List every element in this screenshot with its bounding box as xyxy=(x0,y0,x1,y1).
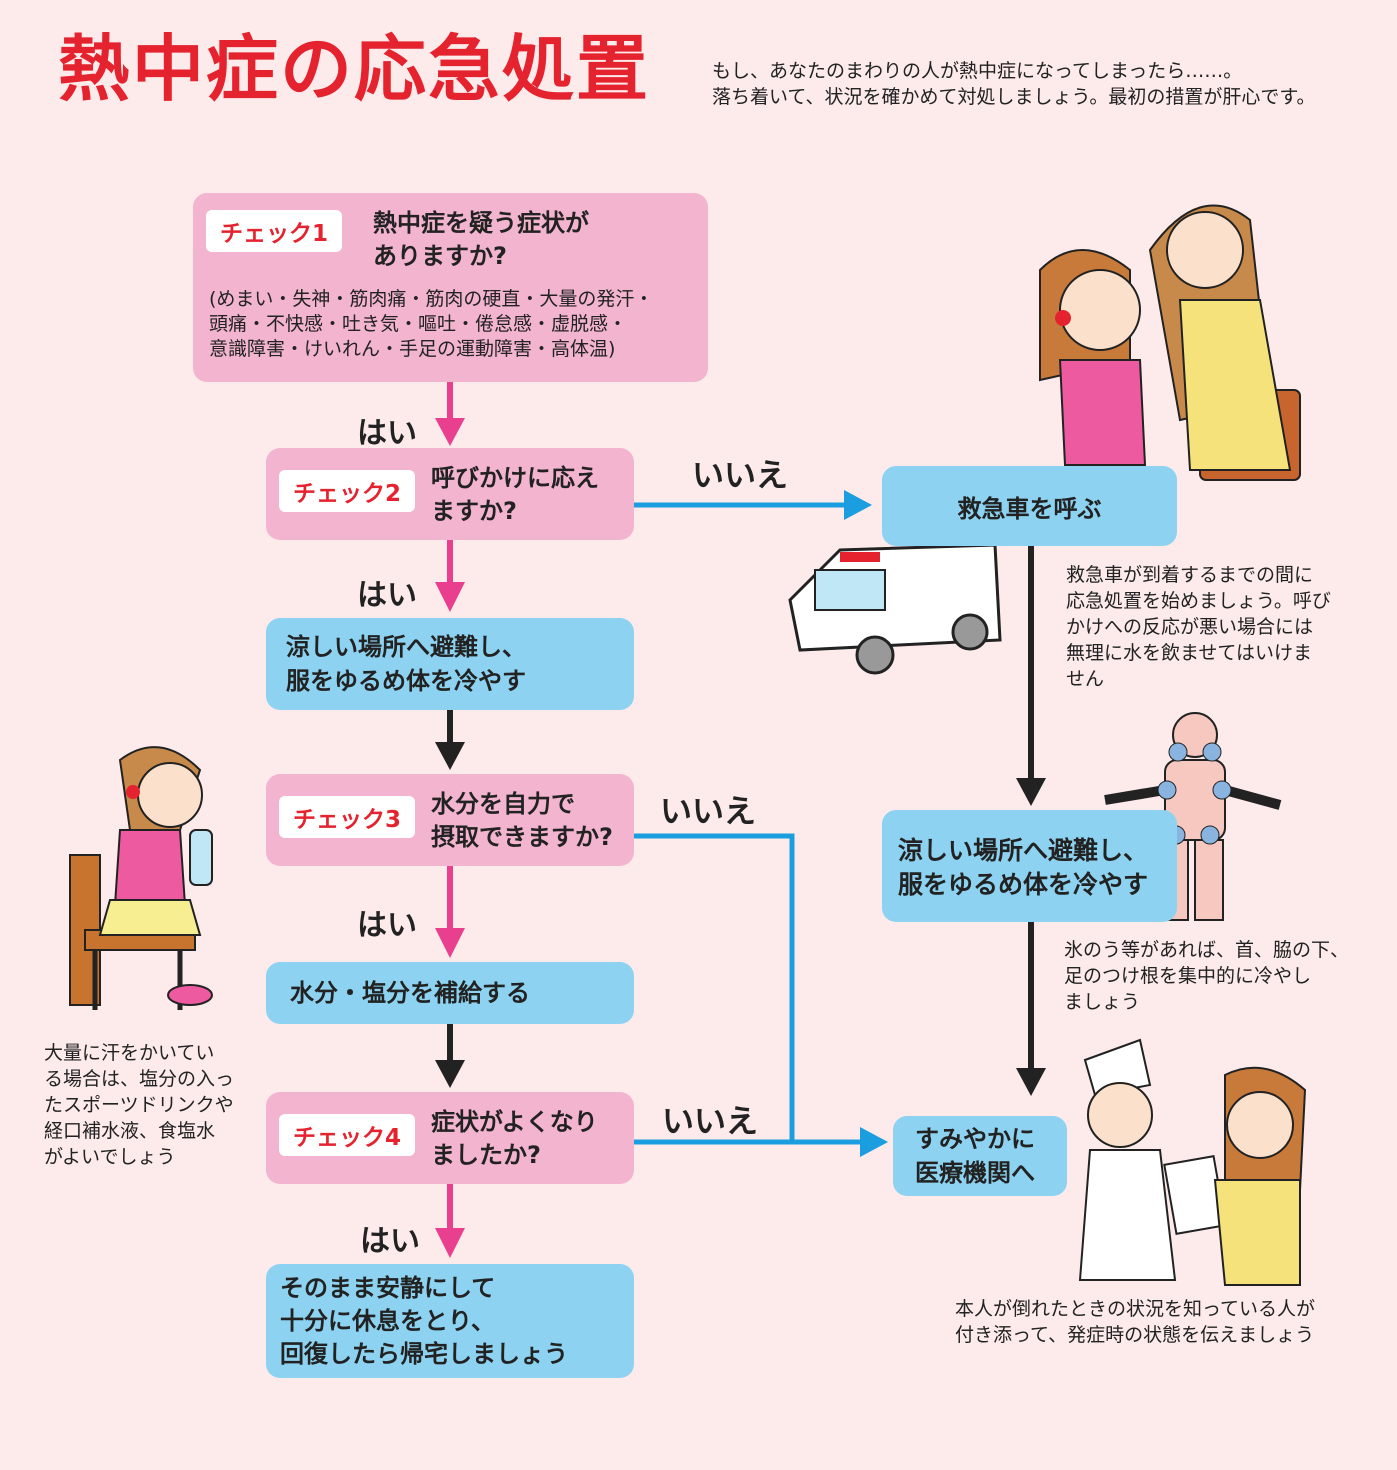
no-arrows xyxy=(634,490,888,1157)
rest-box: そのまま安静にして 十分に休息をとり、 回復したら帰宅しましょう xyxy=(266,1264,634,1378)
check4-tag: チェック4 xyxy=(279,1114,415,1156)
cool-down-left-text: 涼しい場所へ避難し、 服をゆるめ体を冷やす xyxy=(286,633,526,695)
check1-symptoms: (めまい・失神・筋肉痛・筋肉の硬直・大量の発汗・ 頭痛・不快感・吐き気・嘔吐・倦… xyxy=(209,288,654,360)
drinking-girl-illustration xyxy=(69,746,213,1010)
check1-question: 熱中症を疑う症状が ありますか? xyxy=(373,209,589,270)
hospital-box: すみやかに 医療機関へ xyxy=(893,1116,1067,1196)
page-title: 熱中症の応急処置 xyxy=(58,27,651,111)
rest-text: そのまま安静にして 十分に休息をとり、 回復したら帰宅しましょう xyxy=(280,1274,568,1368)
cool-down-box-right: 涼しい場所へ避難し、 服をゆるめ体を冷やす xyxy=(882,810,1177,922)
nurse-illustration xyxy=(1078,1038,1307,1286)
no-label-3: いいえ xyxy=(662,1102,759,1140)
worried-girl-illustration xyxy=(1039,204,1301,481)
check3-question: 水分を自力で 摂取できますか? xyxy=(431,790,613,851)
yes-label-3: はい xyxy=(357,908,417,943)
flow-arrows-black xyxy=(435,546,1046,1096)
yes-label-4: はい xyxy=(360,1224,420,1259)
hydrate-box: 水分・塩分を補給する xyxy=(266,962,634,1024)
hydrate-text: 水分・塩分を補給する xyxy=(290,979,530,1007)
sweat-note: 大量に汗をかいてい る場合は、塩分の入っ たスポーツドリンクや 経口補水液、食塩… xyxy=(44,1042,235,1168)
hospital-note: 本人が倒れたときの状況を知っている人が 付き添って、発症時の状態を伝えましょう xyxy=(955,1298,1316,1346)
yes-arrows xyxy=(435,382,465,1258)
ambulance-note: 救急車が到着するまでの間に 応急処置を始めましょう。呼び かけへの反応が悪い場合… xyxy=(1066,564,1331,690)
ambulance-text: 救急車を呼ぶ xyxy=(957,494,1102,523)
cool-down-right-text: 涼しい場所へ避難し、 服をゆるめ体を冷やす xyxy=(898,836,1149,899)
check2-question: 呼びかけに応え ますか? xyxy=(431,464,599,525)
yes-label-2: はい xyxy=(357,578,417,613)
no-label-1: いいえ xyxy=(692,456,789,494)
ambulance-illustration xyxy=(788,543,1002,675)
ambulance-box: 救急車を呼ぶ xyxy=(882,466,1177,546)
check2-box: チェック2 呼びかけに応え ますか? xyxy=(266,448,634,540)
check4-question: 症状がよくなり ましたか? xyxy=(431,1108,598,1169)
check2-tag: チェック2 xyxy=(279,470,415,512)
ice-note: 氷のう等があれば、首、脇の下、 足のつけ根を集中的に冷やし ましょう xyxy=(1064,939,1350,1013)
intro-text: もし、あなたのまわりの人が熱中症になってしまったら……。 落ち着いて、状況を確か… xyxy=(712,60,1316,108)
yes-label-1: はい xyxy=(357,416,417,451)
hospital-text: すみやかに 医療機関へ xyxy=(915,1125,1035,1187)
check1-box: チェック1 熱中症を疑う症状が ありますか? (めまい・失神・筋肉痛・筋肉の硬直… xyxy=(193,193,708,382)
check4-box: チェック4 症状がよくなり ましたか? xyxy=(266,1092,634,1184)
cool-down-box-left: 涼しい場所へ避難し、 服をゆるめ体を冷やす xyxy=(266,618,634,710)
check3-box: チェック3 水分を自力で 摂取できますか? xyxy=(266,774,634,866)
no-label-2: いいえ xyxy=(660,792,757,830)
check3-tag: チェック3 xyxy=(279,796,415,838)
check1-tag: チェック1 xyxy=(206,210,342,252)
